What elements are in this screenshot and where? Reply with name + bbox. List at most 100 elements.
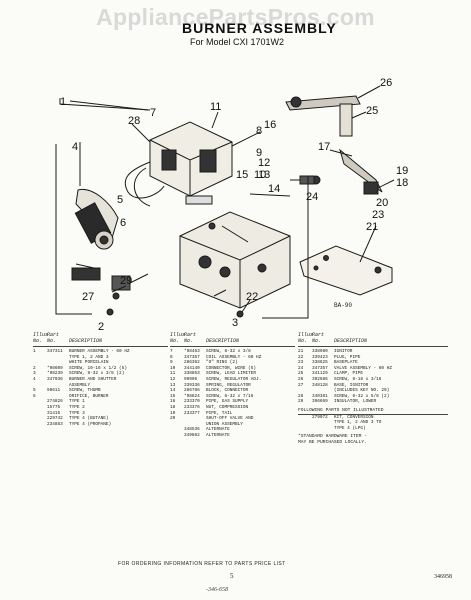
cell-desc: CLAMP, PIPE <box>334 371 363 377</box>
hardware-note-line-2: MAY BE PURCHASED LOCALLY. <box>298 439 367 445</box>
callout-16: 16 <box>264 119 276 131</box>
cell-desc: KIT, CONVERSION <box>334 414 374 420</box>
table-row: 6 ORIFICE, BURNER <box>33 394 168 400</box>
cell-illus: 28 <box>298 393 304 399</box>
callout-14: 14 <box>268 183 280 195</box>
cell-desc: TYPE 2 <box>69 404 85 410</box>
table-row: 22 339423 PLUG, PIPE <box>298 355 448 361</box>
wire-lead <box>134 167 151 207</box>
cell-part: 396669 <box>312 399 328 405</box>
cell-illus: 10 <box>170 365 176 371</box>
pipe-fitting <box>290 96 302 108</box>
callout-2: 2 <box>98 321 104 333</box>
cell-desc: SCREW, LEAD LIMITER <box>206 371 257 377</box>
cell-illus <box>170 433 184 439</box>
coil-block-shape <box>149 121 233 197</box>
callout-22: 22 <box>246 291 258 303</box>
callout-27: 27 <box>82 291 94 303</box>
leader-line <box>357 85 381 99</box>
cell-illus: 11 <box>170 371 176 377</box>
model-subtitle: For Model CXI 1701W2 <box>190 37 285 47</box>
cell-desc: COIL ASSEMBLY - 60 HZ <box>206 354 262 360</box>
callout-20: 20 <box>376 197 388 209</box>
cell-part: 339423 <box>312 354 328 360</box>
screw <box>323 255 329 261</box>
cell-illus: 29 <box>298 399 304 405</box>
cell-part: 341129 <box>312 371 328 377</box>
cell-desc: TYPE 1, 2 AND 3 TO <box>334 420 382 426</box>
callout-24: 24 <box>306 191 318 203</box>
callout-25: 25 <box>366 105 378 117</box>
callout-15: 15 <box>236 169 248 181</box>
cell-part <box>312 426 334 432</box>
table-header-bottom: No.No.DESCRIPTION <box>33 338 168 347</box>
baseplate-shape <box>299 245 393 296</box>
callout-21: 21 <box>366 221 378 233</box>
frame-bracket <box>55 144 92 315</box>
cell-desc: (INCLUDES KEY NO. 29) <box>334 388 390 394</box>
cell-illus: 3 <box>33 371 36 377</box>
cell-illus: 2 <box>33 365 36 371</box>
handwritten-note: -346-658 <box>206 587 228 593</box>
table-header-bottom: No.No.DESCRIPTION <box>170 338 295 347</box>
cell-illus: 12 <box>170 376 176 382</box>
callout-9: 9 <box>256 147 262 159</box>
cell-desc: SCREW, THUMB <box>69 388 101 394</box>
coil-winding <box>199 149 217 173</box>
cell-illus: 4 <box>33 376 36 382</box>
cell-illus: 6 <box>33 393 36 399</box>
table-header-top: Illus.Part <box>33 332 60 338</box>
callout-3: 3 <box>232 317 238 329</box>
cell-desc: SHUT-OFF VALVE AND <box>206 416 254 422</box>
connector-block <box>185 195 213 205</box>
baseplate-hole <box>313 265 319 271</box>
cell-illus: 8 <box>170 354 173 360</box>
cell-part: 347357 <box>184 354 200 360</box>
cell-illus: 16 <box>170 399 176 405</box>
cell-part: 99996 <box>184 376 198 382</box>
cell-desc: ORIFICE, BURNER <box>69 393 109 399</box>
cell-illus: 18 <box>170 404 176 410</box>
callout-13: 13 <box>258 169 270 181</box>
cell-spacer <box>298 426 312 432</box>
cell-illus: 5 <box>33 388 36 394</box>
coil-winding <box>161 149 177 171</box>
hardware-note-line-1: *STANDARD HARDWARE ITEM - <box>298 434 367 440</box>
table-row: 279072 KIT, CONVERSION <box>298 415 448 421</box>
cell-desc: "O" RING (2) <box>206 360 238 366</box>
cell-part: 286786 <box>184 388 200 394</box>
screw <box>106 308 114 316</box>
cell-illus: 22 <box>298 354 304 360</box>
cell-desc: SCREW, 8-32 x 3/8 (2) <box>69 371 125 377</box>
cell-desc: TYPE 1, 2 AND 3 <box>69 354 109 360</box>
cell-part: 279072 <box>312 414 328 420</box>
ordering-footer: FOR ORDERING INFORMATION REFER TO PARTS … <box>118 561 286 567</box>
valve-port <box>257 263 267 273</box>
cell-illus: 1 <box>33 349 36 354</box>
cell-desc: PLUG, PIPE <box>334 354 361 360</box>
cell-part: 233370 <box>184 399 200 405</box>
cell-desc: WHITE PORCELAIN <box>69 360 109 366</box>
callout-10: 10 <box>254 169 266 181</box>
cell-illus: 27 <box>298 382 304 388</box>
cell-desc: TYPE 4 (PROPANE) <box>69 421 112 427</box>
leader-line <box>111 285 127 293</box>
callout-17: 17 <box>318 141 330 153</box>
cell-desc: SCREW, 6-32 x 7/16 <box>206 393 254 399</box>
table-row: ASSEMBLY <box>33 383 168 389</box>
